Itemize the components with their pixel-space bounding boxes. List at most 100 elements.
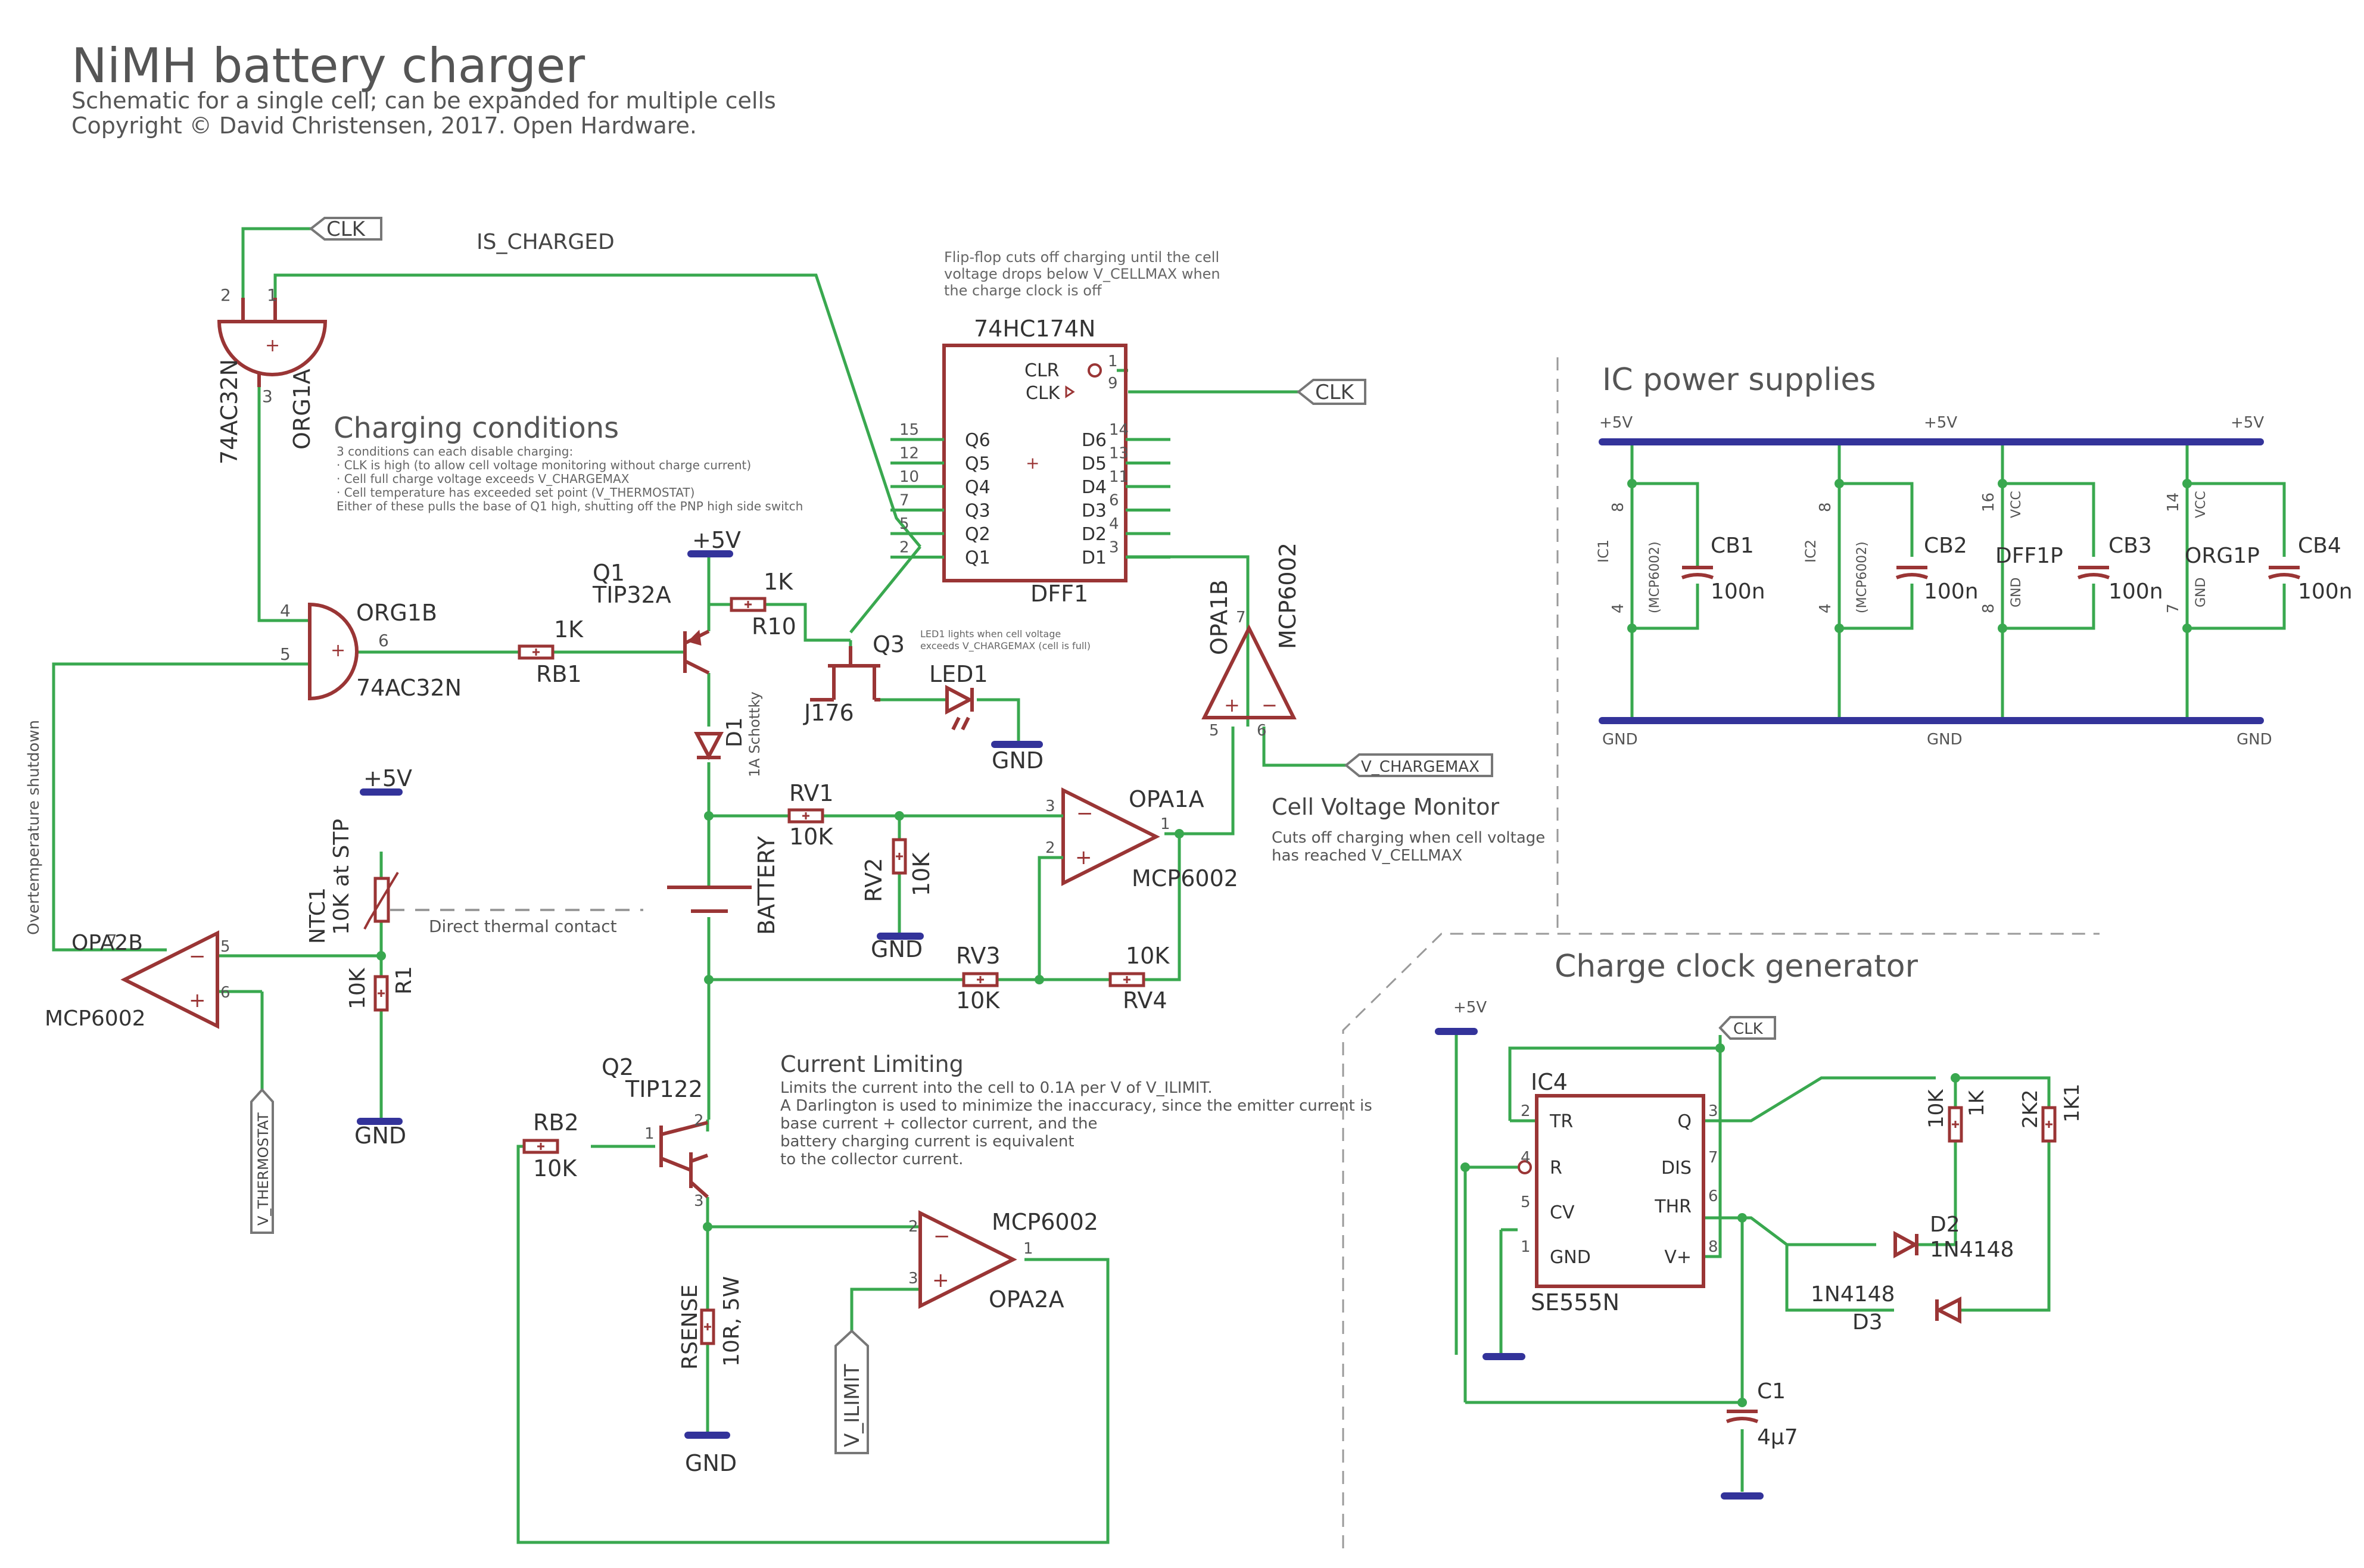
battery-name: BATTERY <box>753 836 780 935</box>
rb1-value: 1K <box>554 616 584 643</box>
pin-number: 12 <box>899 445 919 463</box>
q1-name: Q1 <box>593 560 625 586</box>
gnd-label: GND <box>354 1123 406 1149</box>
cb4-value: 100n <box>2298 579 2353 604</box>
pin-number: 3 <box>1109 539 1119 557</box>
pin-number: 1 <box>1108 353 1118 370</box>
pin-label: Q4 <box>965 477 991 498</box>
gnd-pin-label: GND <box>2009 578 2024 607</box>
pin-number: 9 <box>1108 375 1118 392</box>
rsense-resistor <box>702 1310 714 1343</box>
ic-value: (MCP6002) <box>1647 541 1662 613</box>
rv4-name: RV4 <box>1123 987 1167 1014</box>
part-name: IC4 <box>1531 1069 1568 1095</box>
pin-number: 7 <box>1708 1149 1718 1167</box>
pin-number: 1 <box>1160 815 1170 833</box>
rv1-name: RV1 <box>789 780 834 806</box>
ic-label: ORG1P <box>2185 544 2260 568</box>
pin-number: 5 <box>1521 1193 1531 1211</box>
opa1a-name: OPA1A <box>1129 786 1204 812</box>
d3-diode <box>1935 1296 1961 1324</box>
gnd-label: GND <box>1927 731 1963 749</box>
wires <box>52 227 2286 1544</box>
gnd-label: GND <box>2237 731 2272 749</box>
pin-label: TR <box>1549 1111 1573 1132</box>
dff1p-supply: 16 8 VCC GND DFF1P <box>1980 491 2063 613</box>
pin-number: 6 <box>1708 1187 1718 1205</box>
overtemp-label: Overtemperature shutdown <box>25 720 43 935</box>
svg-text:+: + <box>1224 694 1240 716</box>
svg-text:CLK: CLK <box>1315 381 1355 404</box>
d3-value: 1N4148 <box>1811 1282 1895 1307</box>
opa2a-value: MCP6002 <box>992 1209 1098 1235</box>
ic-value: (MCP6002) <box>1855 541 1870 613</box>
pin-label: V+ <box>1664 1247 1692 1268</box>
part-value: 74AC32N <box>216 359 242 465</box>
d1-diode <box>694 732 724 760</box>
vcc-label: +5V <box>692 527 741 553</box>
pin-number: 2 <box>1045 839 1055 857</box>
pin-number: 1 <box>267 285 278 305</box>
pin-number: 8 <box>1708 1238 1718 1256</box>
pin-number: 3 <box>908 1270 918 1288</box>
part-name: ORG1A <box>289 369 315 450</box>
battery-cell <box>667 886 752 913</box>
pin-number: 4 <box>1609 603 1627 613</box>
org1p-supply: 14 7 VCC GND ORG1P <box>2164 491 2260 613</box>
ic2-supply: 8 4 IC2 (MCP6002) <box>1802 502 1870 613</box>
flipflop-note: voltage drops below V_CELLMAX when <box>944 266 1220 282</box>
pin-label: Q2 <box>965 524 991 545</box>
r1-resistor <box>375 977 387 1010</box>
svg-text:CLK: CLK <box>1733 1020 1764 1038</box>
vcc-label: +5V <box>1924 414 1957 432</box>
r-10k-name: 1K <box>1965 1089 1989 1117</box>
opa2b-value: MCP6002 <box>45 1006 146 1031</box>
pin-number: 7 <box>1236 609 1246 626</box>
q1-value: TIP32A <box>592 582 671 608</box>
pin-number: 3 <box>262 386 273 406</box>
q3-name: Q3 <box>873 631 905 657</box>
gnd-label: GND <box>685 1450 737 1476</box>
cl-line: Limits the current into the cell to 0.1A… <box>780 1079 1213 1097</box>
cvm-line: Cuts off charging when cell voltage <box>1272 829 1545 847</box>
r-10k-resistor <box>1949 1108 1961 1141</box>
cl-line: battery charging current is equivalent <box>780 1133 1074 1151</box>
vcc-label: +5V <box>1599 414 1633 432</box>
cl-line: A Darlington is used to minimize the ina… <box>780 1097 1372 1115</box>
d2-value: 1N4148 <box>1930 1237 2014 1262</box>
pin-number: 2 <box>694 1112 704 1130</box>
pin-label: DIS <box>1661 1158 1692 1179</box>
opa1b-opamp: + − 5 6 7 OPA1B MCP6002 <box>1201 543 1301 740</box>
gnd-label: GND <box>992 747 1044 774</box>
svg-text:+: + <box>265 335 280 356</box>
led-note: LED1 lights when cell voltage <box>920 628 1061 640</box>
part-value: 74AC32N <box>356 675 462 701</box>
pin-number: 5 <box>899 515 910 533</box>
net-label-is-charged: IS_CHARGED <box>476 230 615 254</box>
pin-label: D6 <box>1082 430 1107 451</box>
pin-label: D3 <box>1082 501 1107 522</box>
pin-number: 4 <box>280 601 291 621</box>
cvm-title: Cell Voltage Monitor <box>1272 794 1500 820</box>
flipflop-note: the charge clock is off <box>944 282 1102 299</box>
r1-name: R1 <box>392 966 416 995</box>
pin-number: 5 <box>1209 722 1219 740</box>
r-2k2-value: 2K2 <box>2019 1089 2042 1129</box>
note-line: · Cell temperature has exceeded set poin… <box>337 485 694 500</box>
net-flag-v-ilimit: V_ILIMIT <box>834 1329 869 1454</box>
rv2-resistor <box>893 840 905 873</box>
q1-transistor <box>683 629 710 675</box>
rv4-value: 10K <box>1126 943 1170 969</box>
pin-number: 16 <box>1980 492 1998 512</box>
opa2b-name: OPA2B <box>71 931 143 955</box>
q2-name: Q2 <box>602 1054 634 1080</box>
part-value: 74HC174N <box>974 316 1095 342</box>
rv1-value: 10K <box>789 824 833 850</box>
pin-number: 3 <box>1708 1102 1718 1120</box>
rv3-value: 10K <box>956 987 1000 1014</box>
part-value: 10K at STP <box>329 819 354 935</box>
clock-title: Charge clock generator <box>1555 949 1918 984</box>
pin-number: 5 <box>220 938 231 956</box>
